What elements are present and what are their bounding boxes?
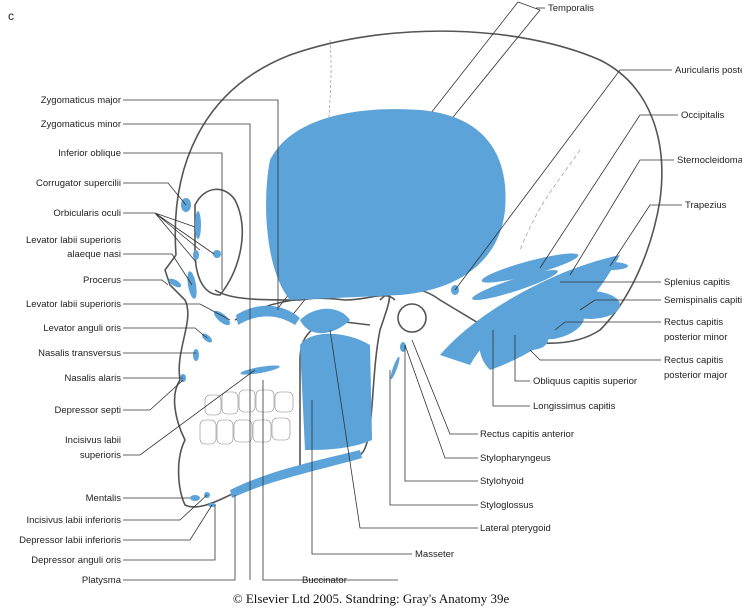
label-depressor-anguli-oris: Depressor anguli oris: [31, 555, 121, 566]
label-longissimus-capitis: Longissimus capitis: [533, 401, 616, 412]
label-corrugator-supercilii: Corrugator supercilii: [36, 178, 121, 189]
label-lateral-pterygoid: Lateral pterygoid: [480, 523, 551, 534]
label-depressor-labii-inf: Depressor labii inferioris: [19, 535, 121, 546]
label-platysma: Platysma: [82, 575, 122, 586]
label-inferior-oblique: Inferior oblique: [58, 148, 121, 159]
label-semispinalis-capitis: Semispinalis capitis: [664, 295, 742, 306]
muscle-attachments: [168, 109, 628, 507]
label-masseter: Masseter: [415, 549, 454, 560]
label-trapezius: Trapezius: [685, 200, 727, 211]
label-procerus: Procerus: [83, 275, 121, 286]
label-zygomaticus-minor: Zygomaticus minor: [41, 119, 121, 130]
label-rectus-cap-post-minor: Rectus capitis: [664, 317, 723, 328]
label-temporalis: Temporalis: [548, 3, 594, 14]
label-depressor-septi: Depressor septi: [54, 405, 121, 416]
label-stylohyoid: Stylohyoid: [480, 476, 524, 487]
label-incisivus-labii-inf: Incisivus labii inferioris: [26, 515, 121, 526]
label-mentalis: Mentalis: [86, 493, 122, 504]
label-splenius-capitis: Splenius capitis: [664, 277, 730, 288]
label-occipitalis: Occipitalis: [681, 110, 725, 121]
label-rectus-cap-post-minor-2: posterior minor: [664, 332, 727, 343]
label-orbicularis-oculi: Orbicularis oculi: [53, 208, 121, 219]
label-stylopharyngeus: Stylopharyngeus: [480, 453, 551, 464]
label-incisivus-labii-sup-2: superioris: [80, 450, 121, 461]
copyright-caption: © Elsevier Ltd 2005. Standring: Gray's A…: [233, 591, 510, 606]
label-zygomaticus-major: Zygomaticus major: [41, 95, 121, 106]
left-labels: Zygomaticus major Zygomaticus minor Infe…: [19, 95, 122, 586]
label-styloglossus: Styloglossus: [480, 500, 534, 511]
label-levator-labii-sup-alaeque-2: alaeque nasi: [67, 249, 121, 260]
label-buccinator: Buccinator: [302, 575, 347, 586]
label-sternocleidomastoid: Sternocleidomastoid: [677, 155, 742, 166]
label-nasalis-transversus: Nasalis transversus: [38, 348, 121, 359]
label-nasalis-alaris: Nasalis alaris: [65, 373, 122, 384]
label-rectus-capitis-anterior: Rectus capitis anterior: [480, 429, 574, 440]
label-rectus-cap-post-major: Rectus capitis: [664, 355, 723, 366]
label-auricularis-posterior: Auricularis posterior: [675, 65, 742, 76]
right-labels: Temporalis Auricularis posterior Occipit…: [302, 3, 742, 586]
label-levator-labii-sup-alaeque: Levator labii superioris: [26, 235, 121, 246]
label-rectus-cap-post-major-2: posterior major: [664, 370, 727, 381]
label-levator-labii-sup: Levator labii superioris: [26, 299, 121, 310]
label-incisivus-labii-sup: Incisivus labii: [65, 435, 121, 446]
label-obliquus-capitis-superior: Obliquus capitis superior: [533, 376, 637, 387]
label-levator-anguli-oris: Levator anguli oris: [43, 323, 121, 334]
leader-lines: [123, 7, 682, 581]
panel-letter: c: [8, 9, 14, 23]
